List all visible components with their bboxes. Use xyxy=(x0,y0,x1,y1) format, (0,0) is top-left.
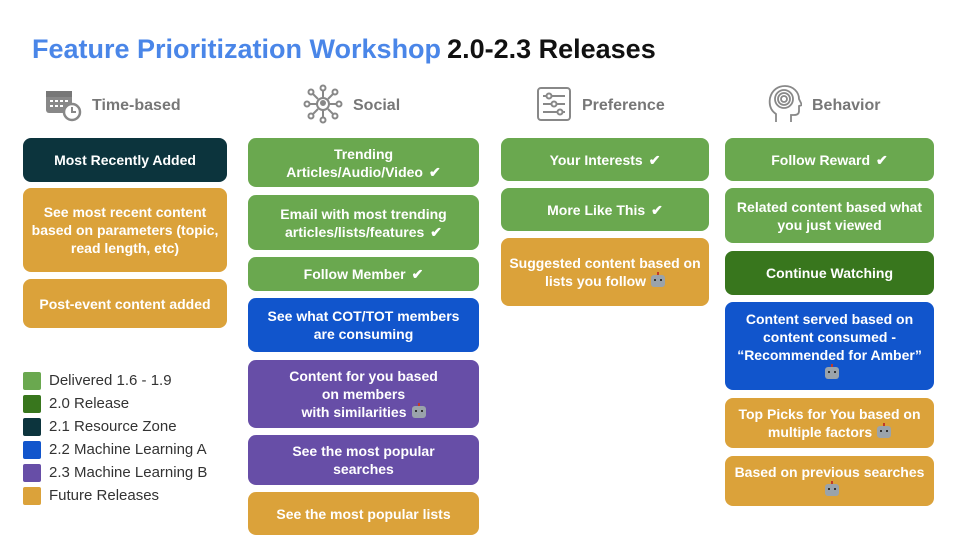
column-header-label: Preference xyxy=(582,97,665,114)
title-sub: 2.0-2.3 Releases xyxy=(447,34,656,64)
legend-swatch xyxy=(23,463,41,482)
column-header-label: Social xyxy=(353,97,401,114)
legend-label: 2.2 Machine Learning A xyxy=(49,441,207,458)
feature-card: See the most popular searches xyxy=(248,435,479,485)
sliders-icon xyxy=(536,86,572,127)
feature-card-text: Content for you based on members with si… xyxy=(289,368,438,420)
feature-card-text: Your Interests xyxy=(549,151,643,168)
legend-label: Future Releases xyxy=(49,487,160,504)
feature-card: Email with most trending articles/lists/… xyxy=(248,195,479,250)
title-main: Feature Prioritization Workshop xyxy=(32,34,442,64)
feature-card-text: Suggested content based on lists you fol… xyxy=(509,255,701,289)
legend-swatch xyxy=(23,371,41,390)
column-header-preference: Preference xyxy=(536,86,665,126)
column-header-behavior: Behavior xyxy=(766,84,881,129)
checkmark-icon: ✔ xyxy=(651,201,663,218)
feature-card: Top Picks for You based on multiple fact… xyxy=(725,398,934,448)
feature-card: Suggested content based on lists you fol… xyxy=(501,238,709,306)
feature-card-text: See the most popular lists xyxy=(276,505,451,522)
feature-card-text: Follow Reward xyxy=(771,151,871,168)
feature-card-text: Continue Watching xyxy=(765,265,894,281)
legend-swatch xyxy=(23,394,41,413)
feature-card: See what COT/TOT members are consuming xyxy=(248,298,479,352)
column-header-label: Time-based xyxy=(92,97,181,114)
robot-icon xyxy=(411,403,426,418)
feature-card: Your Interests ✔ xyxy=(501,138,709,181)
column-header-social: Social xyxy=(303,84,401,129)
network-hub-icon xyxy=(303,84,343,129)
feature-card-text: More Like This xyxy=(547,201,646,218)
legend-item: Delivered 1.6 - 1.9 xyxy=(23,369,207,392)
column-header-label: Behavior xyxy=(812,97,881,114)
column-header-time-based: Time-based xyxy=(44,86,181,126)
robot-icon xyxy=(825,364,839,379)
robot-icon xyxy=(877,423,892,438)
feature-card: Based on previous searches xyxy=(725,456,934,506)
checkmark-icon: ✔ xyxy=(430,223,443,240)
feature-card-text: See what COT/TOT members are consuming xyxy=(267,308,460,342)
feature-card: See the most popular lists xyxy=(248,492,479,535)
legend-item: 2.1 Resource Zone xyxy=(23,415,207,438)
head-brain-icon xyxy=(766,84,804,129)
feature-card: Related content based what you just view… xyxy=(725,188,934,243)
feature-card: Content for you based on members with si… xyxy=(248,360,479,428)
legend-item: Future Releases xyxy=(23,484,207,507)
feature-card: Trending Articles/Audio/Video ✔ xyxy=(248,138,479,187)
checkmark-icon: ✔ xyxy=(648,151,661,168)
feature-card: Follow Reward ✔ xyxy=(725,138,934,181)
feature-card-text: Related content based what you just view… xyxy=(736,198,923,233)
checkmark-icon: ✔ xyxy=(428,163,441,180)
legend-label: 2.0 Release xyxy=(49,395,130,412)
feature-card-text: Email with most trending articles/lists/… xyxy=(280,205,447,240)
feature-card-text: Top Picks for You based on multiple fact… xyxy=(738,406,921,440)
feature-card-text: Trending Articles/Audio/Video xyxy=(286,145,423,180)
legend-item: 2.2 Machine Learning A xyxy=(23,438,207,461)
feature-card: Most Recently Added xyxy=(23,138,227,182)
legend-label: Delivered 1.6 - 1.9 xyxy=(49,372,172,389)
checkmark-icon: ✔ xyxy=(411,266,424,282)
feature-card-text: See the most popular searches xyxy=(292,443,435,477)
feature-card-text: Post-event content added xyxy=(39,295,211,312)
feature-card-text: See most recent content based on paramet… xyxy=(31,204,219,256)
feature-card-text: Based on previous searches xyxy=(734,464,925,480)
legend-label: 2.1 Resource Zone xyxy=(49,418,177,435)
feature-card: Follow Member ✔ xyxy=(248,257,479,291)
legend-swatch xyxy=(23,417,41,436)
legend-item: 2.0 Release xyxy=(23,392,207,415)
feature-card: Content served based on content consumed… xyxy=(725,302,934,390)
robot-icon xyxy=(651,272,666,287)
legend: Delivered 1.6 - 1.9 2.0 Release 2.1 Resour… xyxy=(23,369,207,507)
calendar-clock-icon xyxy=(44,86,82,127)
feature-card-text: Content served based on content consumed… xyxy=(737,311,922,363)
feature-card-text: Most Recently Added xyxy=(54,152,196,168)
feature-card: Post-event content added xyxy=(23,279,227,328)
checkmark-icon: ✔ xyxy=(876,151,888,168)
legend-label: 2.3 Machine Learning B xyxy=(49,464,208,481)
feature-card-text: Follow Member xyxy=(303,266,406,282)
feature-card: More Like This ✔ xyxy=(501,188,709,231)
feature-card: Continue Watching xyxy=(725,251,934,295)
legend-swatch xyxy=(23,440,41,459)
legend-swatch xyxy=(23,486,41,505)
feature-card: See most recent content based on paramet… xyxy=(23,188,227,272)
robot-icon xyxy=(825,481,839,496)
legend-item: 2.3 Machine Learning B xyxy=(23,461,207,484)
